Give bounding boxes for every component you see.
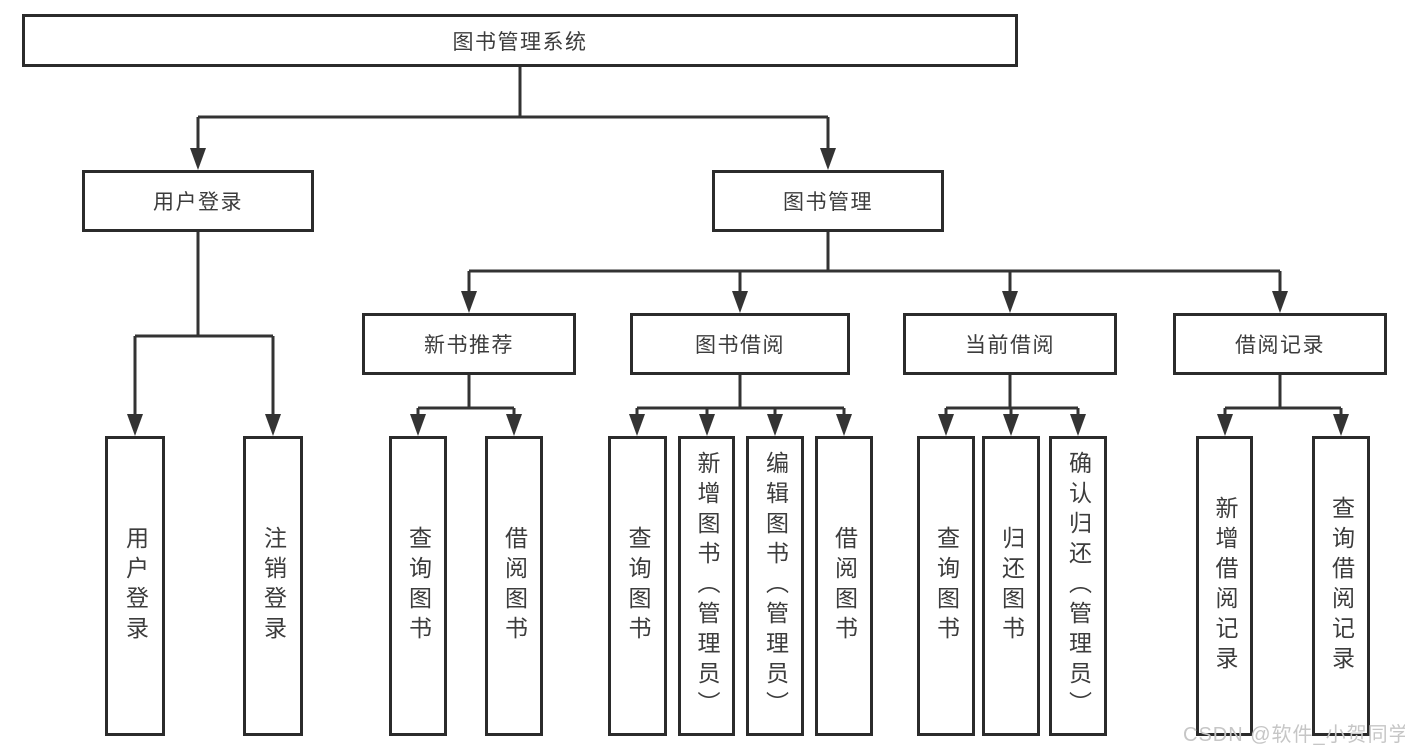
node-label: 用户登录 <box>153 191 243 214</box>
leaf-edit-books-admin: 编辑图书（管理员） <box>746 436 804 736</box>
leaf-label: 用户登录 <box>122 526 149 646</box>
node-borrow-records: 借阅记录 <box>1173 313 1387 375</box>
node-user-login: 用户登录 <box>82 170 314 232</box>
leaf-label: 借阅图书 <box>831 526 858 646</box>
leaf-confirm-return-admin: 确认归还（管理员） <box>1049 436 1107 736</box>
leaf-logout: 注销登录 <box>243 436 303 736</box>
leaf-label: 借阅图书 <box>501 526 528 646</box>
node-label: 借阅记录 <box>1235 334 1325 357</box>
leaf-label: 查询图书 <box>625 526 651 646</box>
leaf-add-borrow-record: 新增借阅记录 <box>1196 436 1253 736</box>
arrowheads <box>127 148 1349 436</box>
leaf-label: 注销登录 <box>260 526 287 646</box>
leaf-borrow-books: 借阅图书 <box>815 436 873 736</box>
leaf-label: 编辑图书（管理员） <box>762 451 789 721</box>
leaf-query-borrow-record: 查询借阅记录 <box>1312 436 1370 736</box>
node-label: 新书推荐 <box>424 334 514 357</box>
leaf-label: 确认归还（管理员） <box>1065 451 1092 721</box>
leaf-return-books: 归还图书 <box>982 436 1040 736</box>
leaf-label: 归还图书 <box>998 526 1025 646</box>
node-label: 图书管理系统 <box>452 30 588 54</box>
leaf-add-books-admin: 新增图书（管理员） <box>678 436 735 736</box>
node-label: 当前借阅 <box>965 334 1055 357</box>
node-library-system: 图书管理系统 <box>22 14 1018 67</box>
leaf-query-books-recommend: 查询图书 <box>389 436 447 736</box>
leaf-user-login: 用户登录 <box>105 436 165 736</box>
node-book-management: 图书管理 <box>712 170 944 232</box>
node-label: 图书借阅 <box>695 334 785 357</box>
node-current-borrowing: 当前借阅 <box>903 313 1117 375</box>
node-label: 图书管理 <box>783 191 873 214</box>
leaf-query-books-borrowing: 查询图书 <box>608 436 667 736</box>
leaf-label: 查询图书 <box>405 526 432 646</box>
leaf-label: 查询图书 <box>933 526 960 646</box>
leaf-borrow-books-recommend: 借阅图书 <box>485 436 543 736</box>
csdn-watermark: CSDN @软件_小贺同学 <box>1183 724 1405 746</box>
node-new-book-recommend: 新书推荐 <box>362 313 576 375</box>
leaf-label: 新增借阅记录 <box>1212 496 1238 676</box>
leaf-label: 查询借阅记录 <box>1328 496 1355 676</box>
leaf-query-books-current: 查询图书 <box>917 436 975 736</box>
node-book-borrowing: 图书借阅 <box>630 313 850 375</box>
leaf-label: 新增图书（管理员） <box>694 451 720 721</box>
